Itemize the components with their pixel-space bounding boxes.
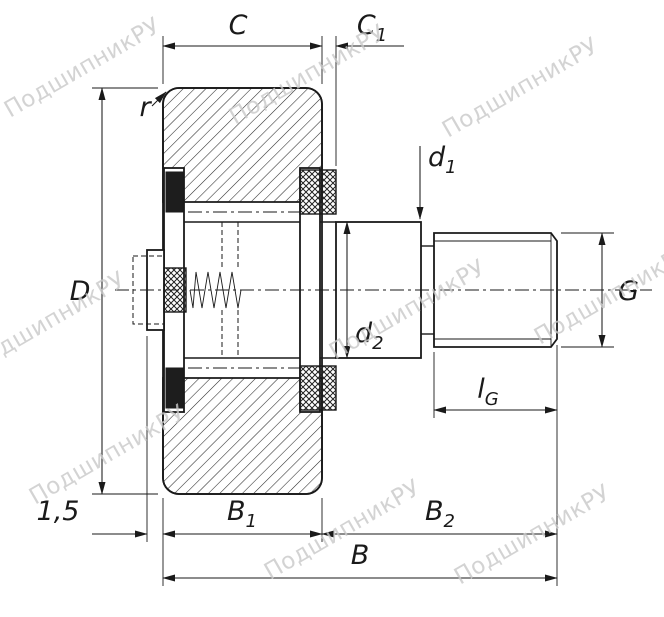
dim-d2: d2 <box>343 221 384 359</box>
dim-label-d-outer: D <box>70 276 91 307</box>
dim-offset: 1,5 <box>37 336 148 542</box>
watermark-layer: ПодшипникРУ ПодшипникРУ ПодшипникРУ Подш… <box>0 13 664 590</box>
dim-label-lg: lG <box>477 374 499 410</box>
dim-label-offset: 1,5 <box>37 496 80 527</box>
dim-D: D <box>70 87 158 495</box>
watermark-text: ПодшипникРУ <box>0 267 130 377</box>
dim-B2: B2 <box>321 496 558 538</box>
right-endcap-bottom <box>299 365 337 411</box>
watermark-text: ПодшипникРУ <box>438 33 603 143</box>
left-seal-top <box>165 171 184 213</box>
dim-r: r <box>139 91 167 123</box>
dimension-layer: C C1 r D <box>37 10 639 586</box>
dim-B1: B1 <box>162 496 323 586</box>
dim-label-b1: B1 <box>227 496 257 532</box>
dim-label-r: r <box>139 92 152 123</box>
roller-hatch-bottom <box>162 377 323 495</box>
dim-label-b2: B2 <box>425 496 455 532</box>
dim-C: C <box>162 10 323 84</box>
dim-G: G <box>561 232 639 348</box>
dim-label-d2: d2 <box>355 318 384 354</box>
grease-nipple-thread <box>189 271 242 309</box>
part-geometry <box>115 87 652 495</box>
dim-B: B <box>162 540 558 582</box>
dim-d1: d1 <box>416 142 457 220</box>
dim-lG: lG <box>433 345 558 586</box>
watermark-text: ПодшипникРУ <box>450 480 615 590</box>
dim-label-c1: C1 <box>357 10 387 46</box>
dim-label-c: C <box>229 10 248 41</box>
dim-label-g: G <box>618 276 639 307</box>
left-seal-bottom <box>165 367 184 409</box>
right-endcap-top <box>299 169 337 215</box>
dim-label-d1: d1 <box>428 142 457 178</box>
dim-C1: C1 <box>335 10 404 166</box>
dim-label-b: B <box>351 540 370 571</box>
